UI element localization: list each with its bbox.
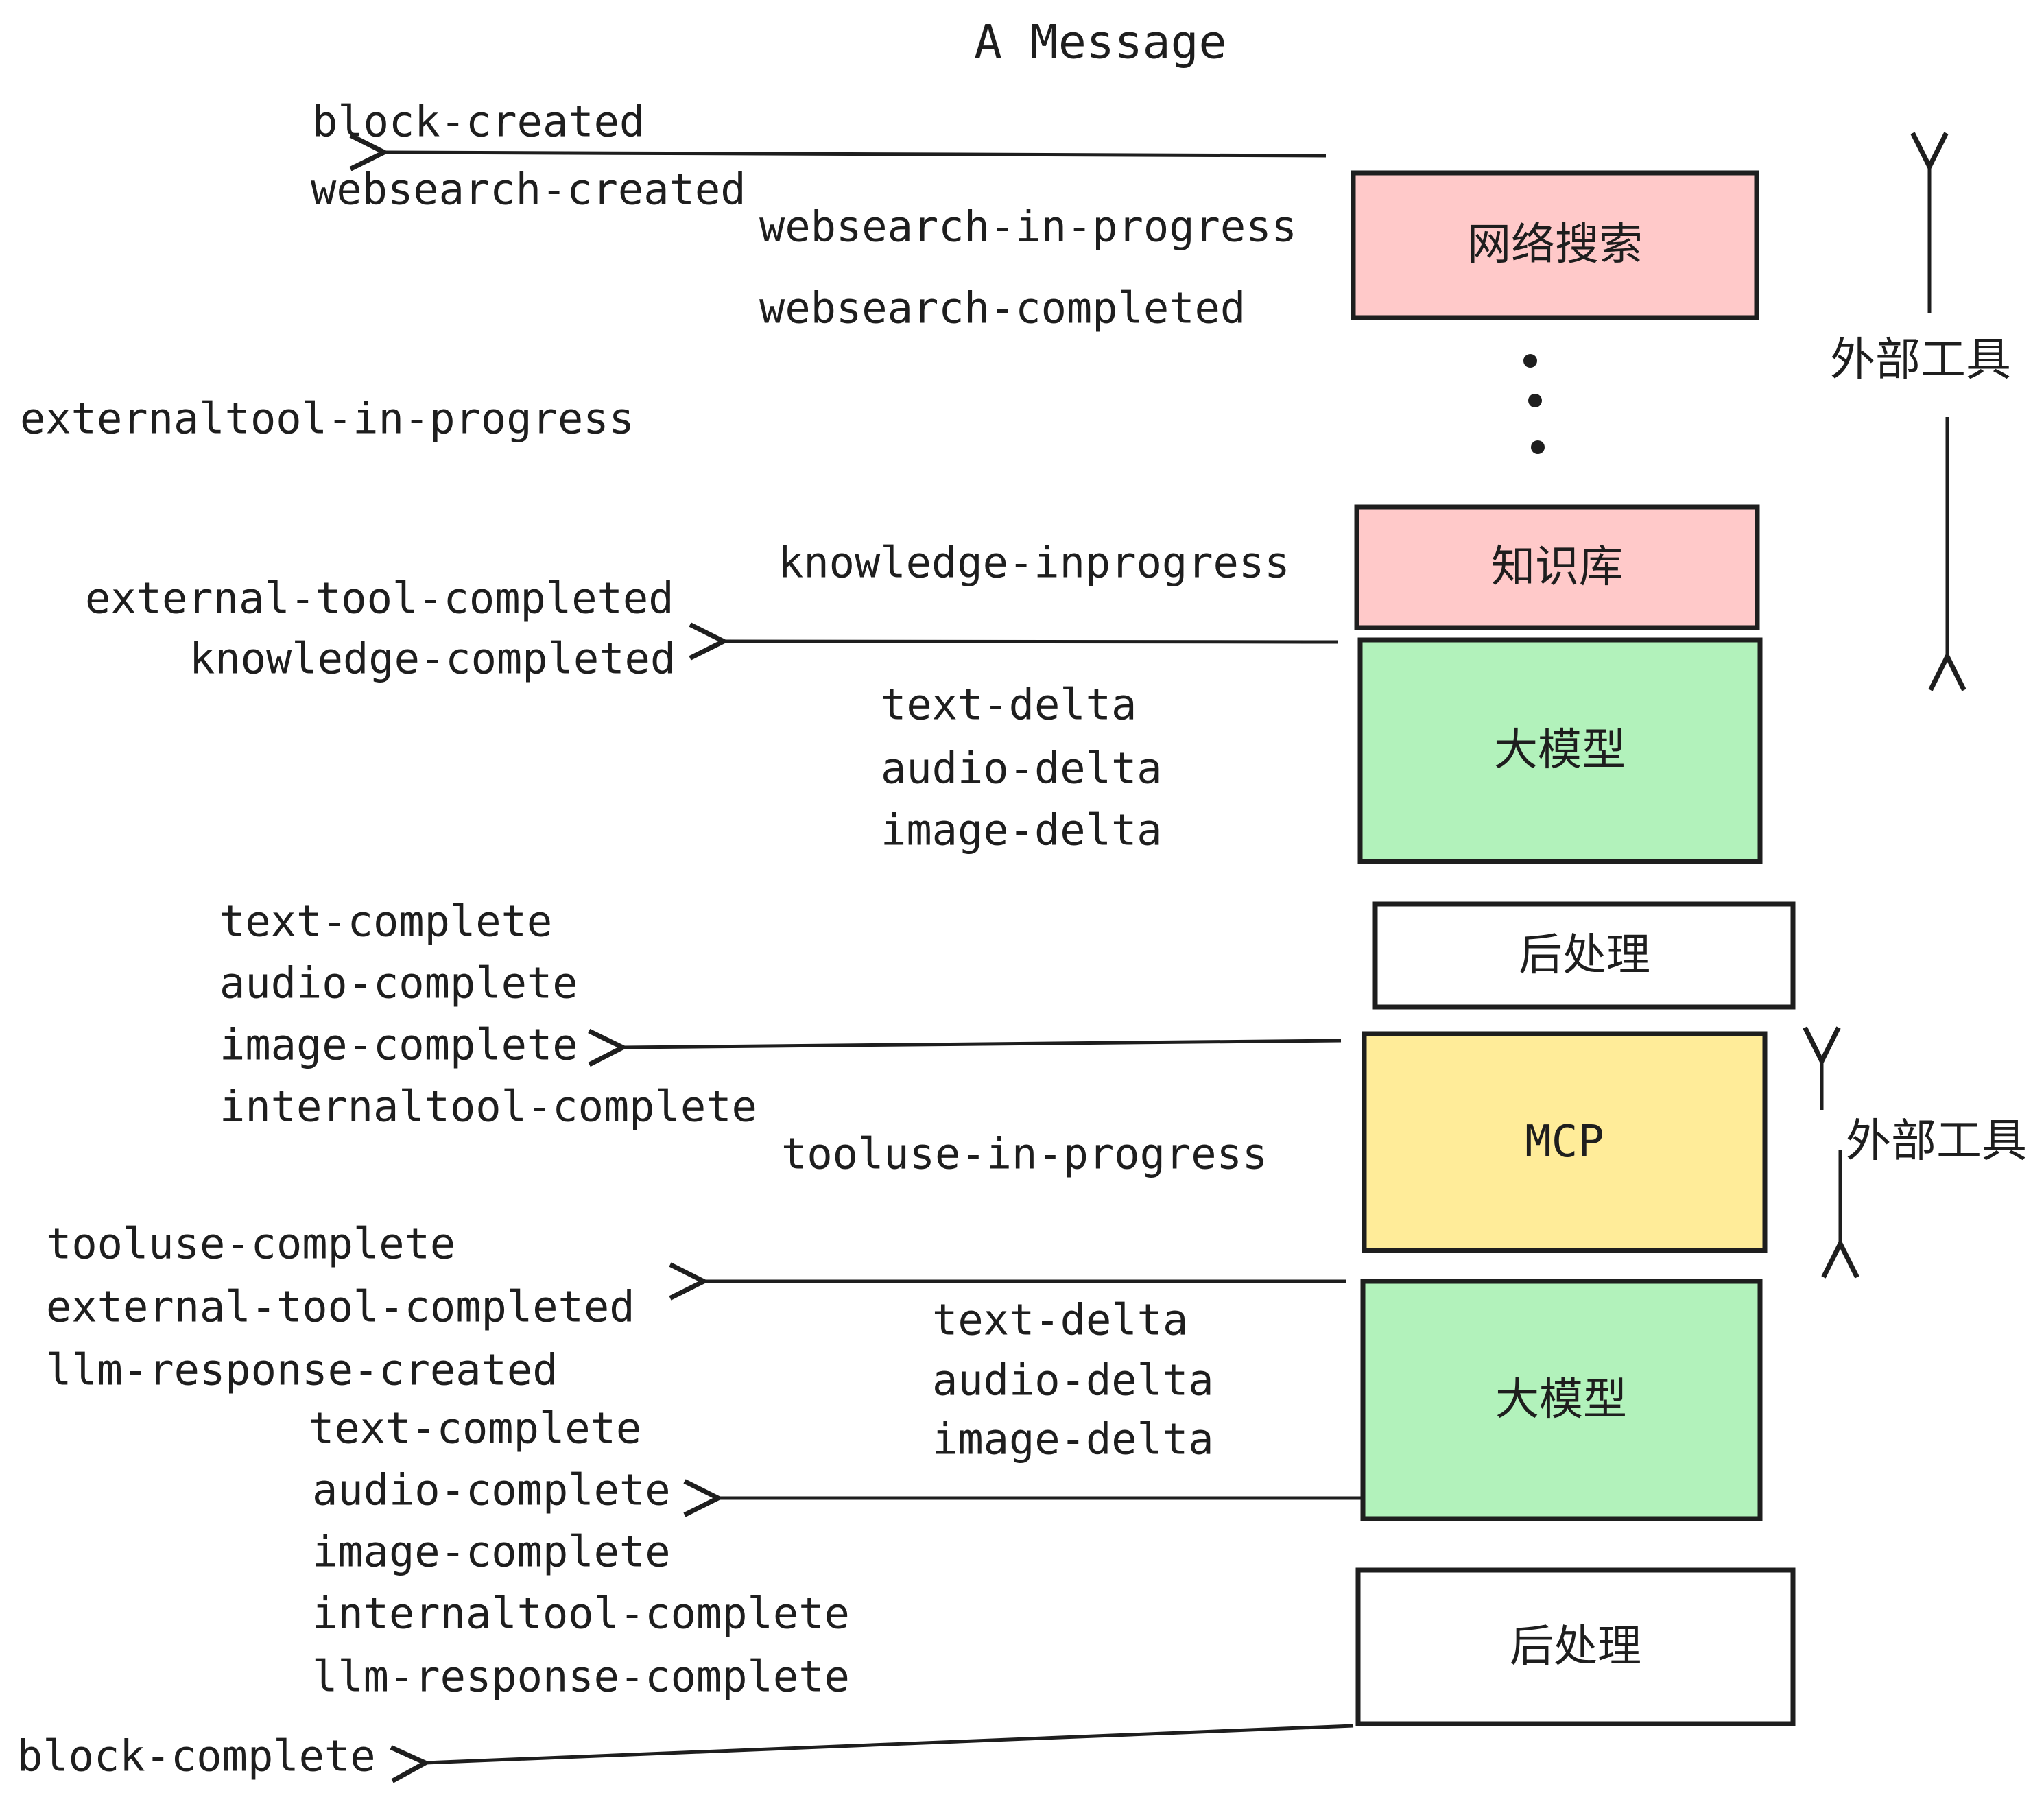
websearch-node-label: 网络搜索: [1467, 219, 1643, 270]
llm-node-label-1: 大模型: [1494, 725, 1626, 776]
event-text-complete-1: text-complete: [219, 897, 552, 947]
event-audio-complete-1: audio-complete: [219, 958, 578, 1008]
event-text-complete-2: text-complete: [309, 1403, 641, 1453]
external-tools-label-2: 外部工具: [1846, 1115, 2027, 1167]
event-external-tool-completed-2: external-tool-completed: [46, 1282, 635, 1332]
event-llm-response-complete: llm-response-complete: [312, 1652, 850, 1702]
event-externaltool-in-progress: externaltool-in-progress: [20, 394, 634, 444]
arrow-image-complete-1: [588, 1028, 1342, 1067]
knowledge-node-label: 知识库: [1491, 542, 1623, 593]
event-internaltool-complete-2: internaltool-complete: [312, 1589, 850, 1639]
websearch-node-box: [1351, 170, 1759, 320]
event-audio-delta-1: audio-delta: [881, 744, 1163, 794]
event-knowledge-inprogress: knowledge-inprogress: [778, 538, 1290, 588]
postprocess-node-box-2: [1355, 1567, 1796, 1726]
postprocess-node-label-2: 后处理: [1510, 1622, 1641, 1672]
postprocess-node-box-1: [1372, 901, 1796, 1010]
diagram-title: A Message: [974, 16, 1226, 70]
arrow-block-complete: [390, 1724, 1354, 1783]
event-websearch-completed: websearch-completed: [759, 283, 1246, 333]
arrow-knowledge-completed: [689, 622, 1338, 661]
event-audio-complete-2: audio-complete: [312, 1465, 671, 1515]
event-block-created: block-created: [312, 97, 645, 147]
event-image-complete-2: image-complete: [312, 1527, 671, 1577]
ellipsis-dot: [1531, 440, 1545, 454]
event-image-delta-1: image-delta: [881, 805, 1163, 855]
arrow-block-created: [349, 133, 1327, 171]
event-tooluse-in-progress: tooluse-in-progress: [781, 1129, 1268, 1179]
event-websearch-created: websearch-created: [311, 165, 746, 215]
ellipsis-dot: [1523, 354, 1537, 368]
event-text-delta-2: text-delta: [932, 1295, 1188, 1345]
event-image-delta-2: image-delta: [932, 1414, 1214, 1464]
mcp-node-label: MCP: [1525, 1117, 1604, 1167]
event-llm-response-created: llm-response-created: [46, 1345, 558, 1395]
external-tools-label-1: 外部工具: [1830, 333, 2011, 386]
event-knowledge-completed: knowledge-completed: [189, 634, 676, 684]
mcp-node-box: [1362, 1031, 1768, 1253]
llm-node-label-2: 大模型: [1495, 1375, 1627, 1425]
llm-node-box-2: [1360, 1279, 1763, 1521]
event-text-delta-1: text-delta: [881, 680, 1137, 730]
event-audio-delta-2: audio-delta: [932, 1355, 1214, 1405]
ellipsis-dot: [1528, 394, 1542, 407]
event-external-tool-completed-1: external-tool-completed: [85, 573, 674, 624]
llm-node-box-1: [1357, 637, 1763, 864]
event-websearch-in-progress: websearch-in-progress: [759, 202, 1297, 252]
postprocess-node-label-1: 后处理: [1519, 930, 1650, 981]
knowledge-node-box: [1354, 504, 1760, 630]
event-tooluse-complete: tooluse-complete: [46, 1219, 455, 1269]
event-image-complete-1: image-complete: [219, 1020, 578, 1070]
event-internaltool-complete-1: internaltool-complete: [219, 1082, 757, 1132]
event-block-complete: block-complete: [17, 1731, 376, 1781]
